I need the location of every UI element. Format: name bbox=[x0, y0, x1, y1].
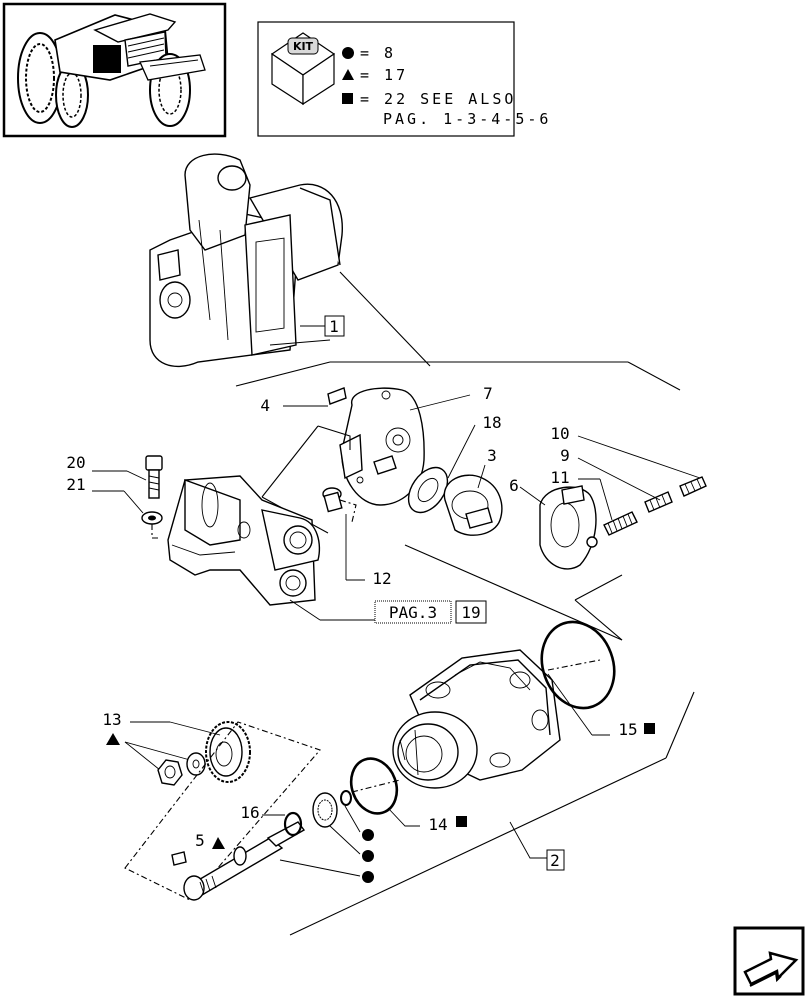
callout-box-pag3 bbox=[374, 600, 452, 624]
triangle-symbol-icon bbox=[212, 837, 225, 849]
callout-2: 2 bbox=[550, 851, 560, 870]
washer-part-21 bbox=[141, 511, 163, 525]
callout-10: 10 bbox=[550, 424, 569, 443]
kit-label: KIT bbox=[293, 40, 314, 53]
callout-20: 20 bbox=[66, 453, 85, 472]
square-qty: = 22 SEE ALSO bbox=[360, 90, 516, 108]
housing-part-6 bbox=[539, 485, 598, 570]
spring-part-11 bbox=[603, 511, 638, 536]
valve-body-part-7 bbox=[339, 387, 425, 506]
triangle-qty: = 17 bbox=[360, 66, 408, 84]
callout-3: 3 bbox=[487, 446, 497, 465]
callout-4: 4 bbox=[260, 396, 270, 415]
callout-15: 15 bbox=[618, 720, 637, 739]
square-symbol-icon bbox=[342, 93, 353, 104]
callout-7: 7 bbox=[483, 384, 493, 403]
pump-housing-part-2 bbox=[392, 649, 561, 789]
circlip-part-16 bbox=[283, 811, 303, 837]
tractor-thumbnail-icon[interactable] bbox=[2, 2, 227, 138]
callout-19: 19 bbox=[461, 603, 480, 622]
bearing-part bbox=[312, 792, 338, 828]
hydraulic-lift-assembly bbox=[149, 153, 343, 367]
callout-16: 16 bbox=[240, 803, 259, 822]
triangle-symbol-icon bbox=[106, 733, 120, 745]
callout-9: 9 bbox=[560, 446, 570, 465]
screw-part-12 bbox=[322, 487, 343, 513]
callout-11: 11 bbox=[550, 468, 569, 487]
callout-18: 18 bbox=[482, 413, 501, 432]
washer-part-13b bbox=[186, 752, 206, 776]
valve-block-part-19 bbox=[167, 475, 321, 606]
kit-legend: KIT = 8 = 17 = 22 SEE ALSO PAG. 1-3-4-5-… bbox=[257, 21, 551, 137]
key-part-5b bbox=[171, 851, 187, 866]
o-ring-part-15 bbox=[540, 620, 616, 710]
circle-symbol-icon bbox=[362, 871, 374, 883]
triangle-symbol-icon bbox=[342, 69, 354, 80]
callout-box-2 bbox=[546, 849, 565, 871]
circle-symbol-icon bbox=[362, 850, 374, 862]
coupling-part-3 bbox=[443, 474, 503, 536]
square-symbol-icon bbox=[644, 723, 655, 734]
callout-1: 1 bbox=[329, 317, 339, 336]
callout-5: 5 bbox=[195, 831, 205, 850]
callout-12: 12 bbox=[372, 569, 391, 588]
nut-part-13c bbox=[157, 759, 183, 786]
bolt-part-20 bbox=[145, 455, 163, 499]
snap-ring-part bbox=[340, 790, 352, 806]
circle-symbol-icon bbox=[342, 47, 354, 59]
circle-symbol-icon bbox=[362, 829, 374, 841]
next-page-arrow-icon[interactable] bbox=[733, 926, 805, 996]
see-also-pages: PAG. 1-3-4-5-6 bbox=[383, 110, 551, 128]
spring-part-10 bbox=[679, 476, 707, 497]
callout-21: 21 bbox=[66, 475, 85, 494]
callout-13: 13 bbox=[102, 710, 121, 729]
callout-pag3: PAG.3 bbox=[389, 603, 437, 622]
callout-box-19 bbox=[455, 600, 487, 624]
kit-box-icon: KIT bbox=[270, 32, 336, 106]
spring-part-9 bbox=[644, 491, 673, 513]
shaft-part-5 bbox=[183, 821, 306, 901]
gear-part-13 bbox=[205, 721, 251, 783]
circle-qty: = 8 bbox=[360, 44, 396, 62]
callout-6: 6 bbox=[509, 476, 519, 495]
callout-14: 14 bbox=[428, 815, 447, 834]
o-ring-part-14 bbox=[349, 757, 399, 815]
square-symbol-icon bbox=[456, 816, 467, 827]
